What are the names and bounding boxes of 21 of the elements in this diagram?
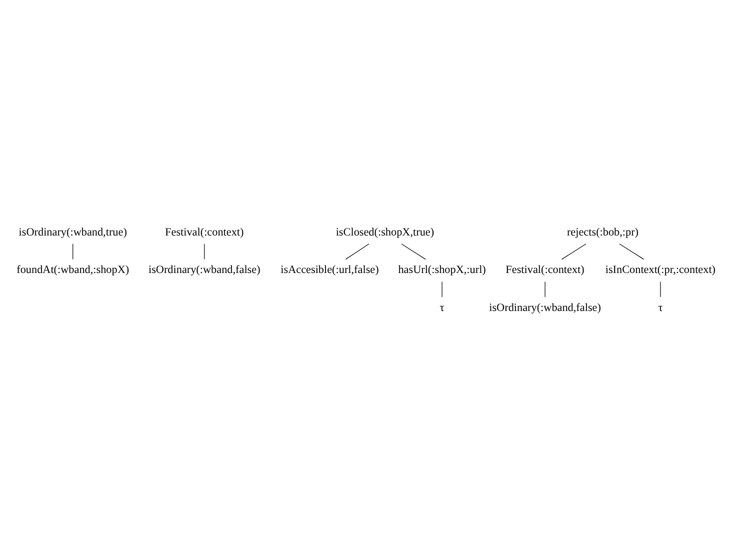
node-text: isClosed(:shopX,true): [336, 226, 434, 238]
node-text: foundAt(:wband,:shopX): [16, 264, 130, 276]
connector: [660, 281, 661, 298]
node-text: isOrdinary(:wband,true): [18, 226, 127, 238]
node-text: Festival(:context): [506, 264, 584, 276]
node-text: Festival(:context): [165, 226, 244, 238]
node-text: isOrdinary(:wband,false): [148, 264, 260, 276]
connector: [345, 244, 370, 260]
node-text: τ: [440, 302, 444, 314]
node-text: isAccesible(:url,false): [280, 264, 379, 276]
connector: [544, 281, 546, 298]
node-text: rejects(:bob,:pr): [566, 226, 639, 238]
connector: [561, 244, 586, 260]
node-text: isOrdinary(:wband,false): [489, 302, 601, 314]
connector: [204, 244, 205, 260]
connector: [619, 244, 644, 260]
node-text: hasUrl(:shopX,:url): [398, 264, 486, 276]
connector: [72, 244, 74, 260]
node-text: isInContext(:pr,:context): [605, 264, 716, 276]
node-text: τ: [658, 302, 663, 314]
connector: [401, 244, 426, 260]
